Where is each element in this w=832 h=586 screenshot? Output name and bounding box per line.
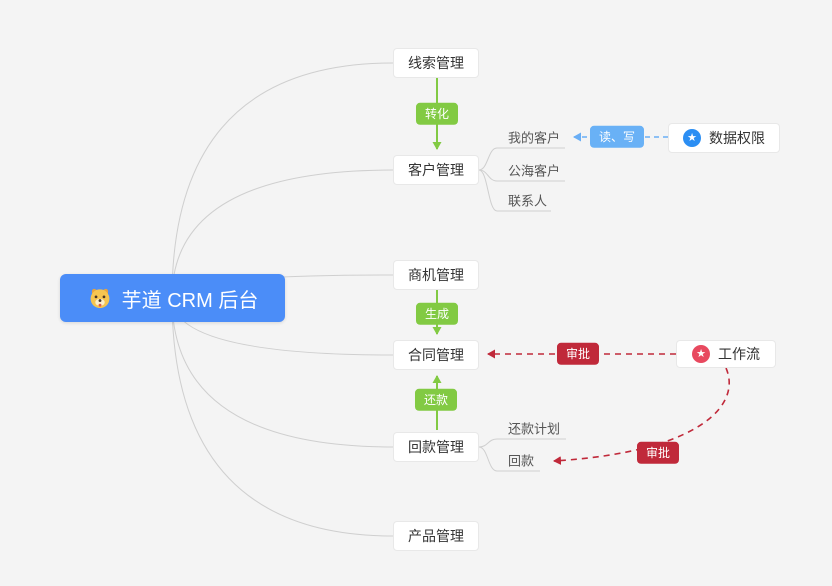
subnode-public-sea[interactable]: 公海客户 — [508, 163, 561, 179]
edge-label-convert: 转化 — [415, 102, 459, 126]
edge-root-customer — [171, 169, 394, 299]
edge-customer-mycustomer — [478, 147, 565, 171]
node-receivable[interactable]: 回款管理 — [393, 432, 479, 462]
root-node-label: 芋道 CRM 后台 — [121, 289, 259, 312]
edge-customer-publicsea — [478, 169, 565, 182]
node-lead-label: 线索管理 — [408, 55, 464, 71]
edge-root-receivable — [171, 297, 394, 448]
subnode-my-customer[interactable]: 我的客户 — [508, 130, 561, 146]
node-customer[interactable]: 客户管理 — [393, 155, 479, 185]
node-product-label: 产品管理 — [408, 528, 464, 544]
star-icon: ★ — [692, 345, 710, 363]
edge-customer-contact — [478, 169, 551, 212]
node-workflow-label: 工作流 — [718, 346, 760, 362]
subnode-repay-plan[interactable]: 还款计划 — [508, 421, 561, 437]
root-node[interactable]: 芋道 CRM 后台 — [60, 274, 285, 322]
edge-receivable-payment — [478, 446, 540, 472]
node-contract[interactable]: 合同管理 — [393, 340, 479, 370]
node-contract-label: 合同管理 — [408, 347, 464, 363]
node-business[interactable]: 商机管理 — [393, 260, 479, 290]
node-data-permission[interactable]: ★ 数据权限 — [668, 123, 780, 153]
edge-label-approve-contract: 审批 — [556, 342, 600, 366]
edge-receivable-plan — [478, 438, 566, 448]
node-receivable-label: 回款管理 — [408, 439, 464, 455]
star-icon: ★ — [683, 129, 701, 147]
node-workflow[interactable]: ★ 工作流 — [676, 340, 776, 368]
node-product[interactable]: 产品管理 — [393, 521, 479, 551]
edge-workflow-to-payment — [553, 367, 730, 466]
edge-label-approve-receivable: 审批 — [636, 441, 680, 465]
node-lead[interactable]: 线索管理 — [393, 48, 479, 78]
node-data-permission-label: 数据权限 — [709, 130, 765, 146]
node-customer-label: 客户管理 — [408, 162, 464, 178]
edge-label-read-write: 读、写 — [589, 125, 645, 149]
edge-label-generate: 生成 — [415, 302, 459, 326]
edge-root-product — [171, 297, 394, 537]
edge-label-repay: 还款 — [414, 388, 458, 412]
dog-icon — [90, 288, 110, 309]
subnode-payment[interactable]: 回款 — [508, 453, 535, 469]
edge-root-lead — [171, 62, 394, 299]
subnode-contact[interactable]: 联系人 — [508, 193, 548, 209]
node-business-label: 商机管理 — [408, 267, 464, 283]
